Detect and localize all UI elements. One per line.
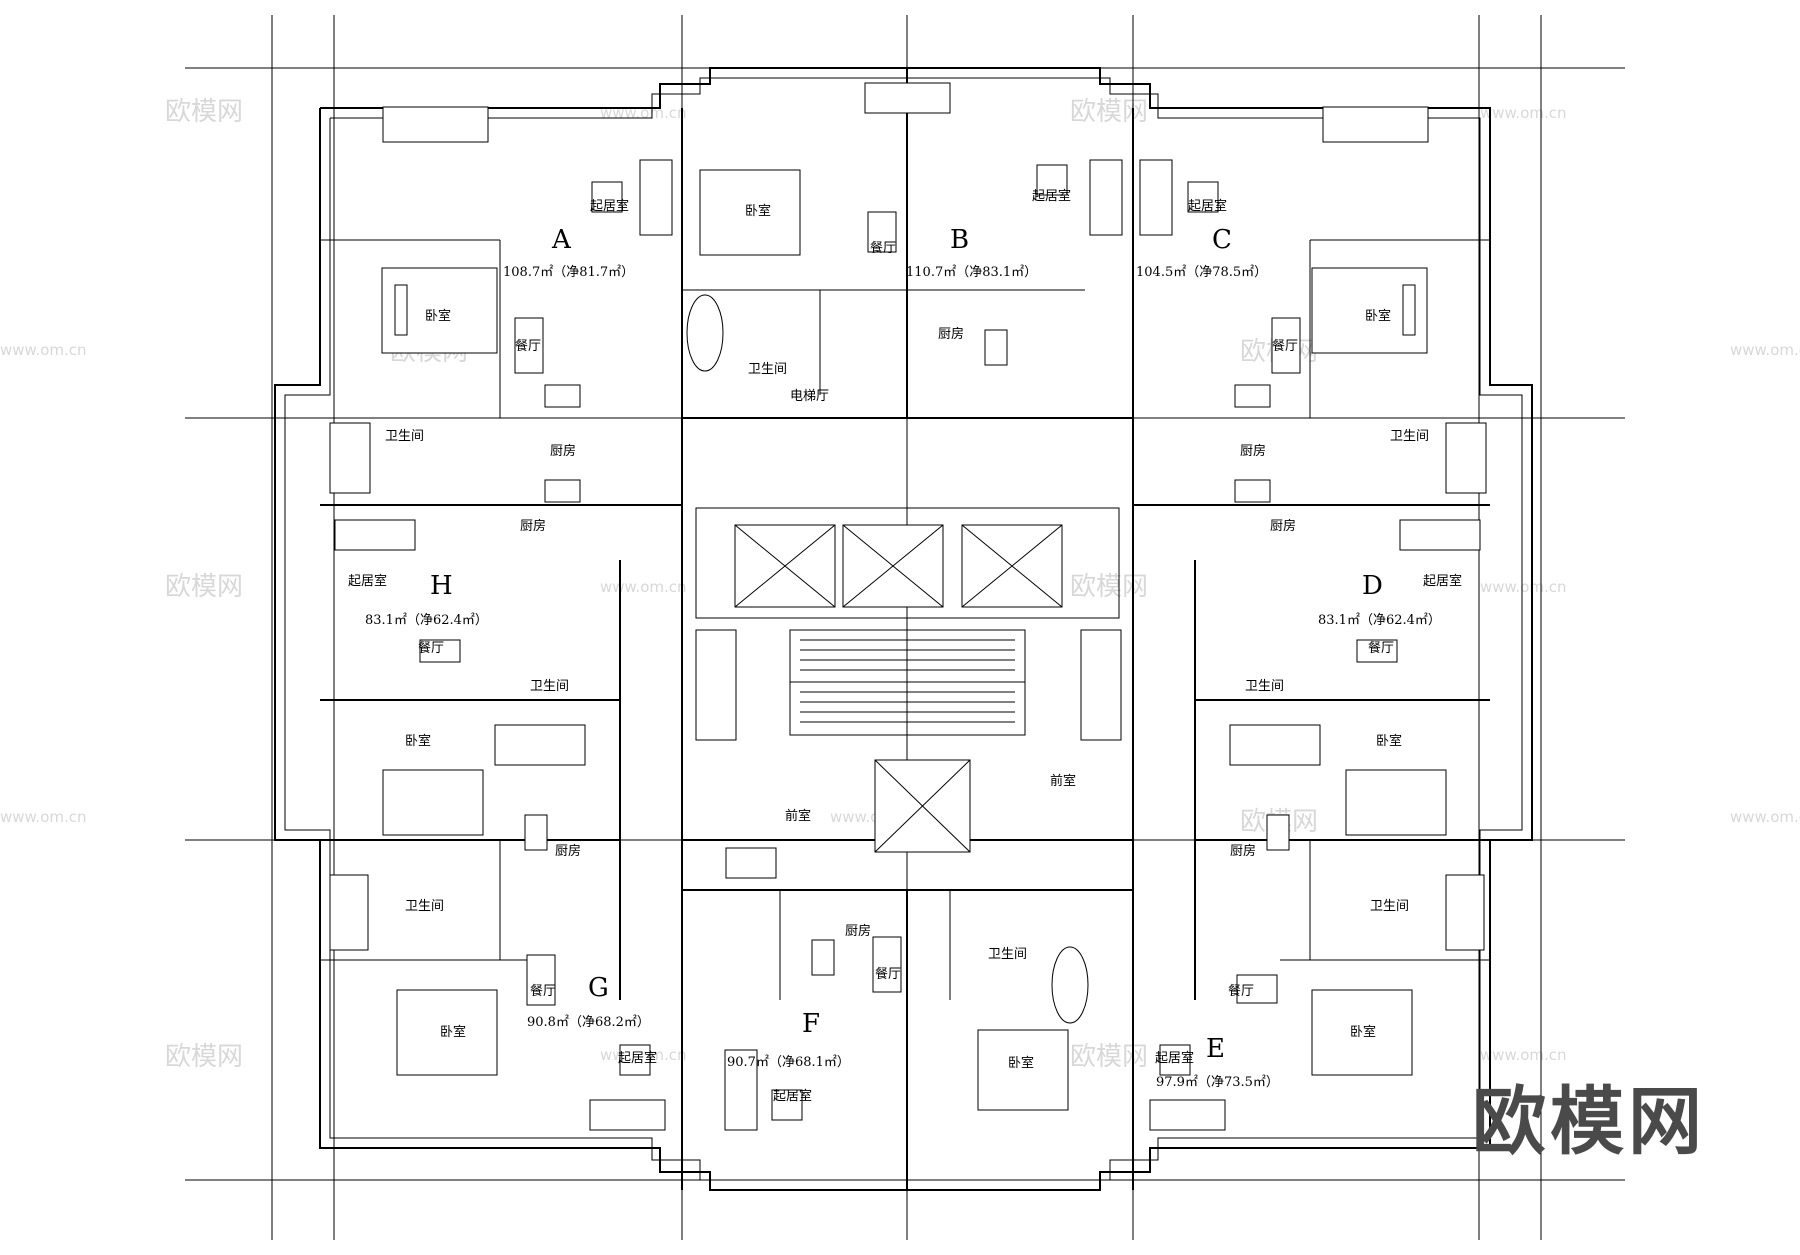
anteroom-label: 前室 bbox=[1050, 773, 1076, 789]
watermark-text: 欧模网 bbox=[165, 1042, 243, 1072]
bathroom-label: 卫生间 bbox=[530, 679, 569, 694]
bathroom-label: 卫生间 bbox=[1370, 899, 1409, 914]
unit-id-E: E bbox=[1206, 1034, 1225, 1064]
kitchen-label: 厨房 bbox=[938, 326, 964, 342]
kitchen-label: 厨房 bbox=[1230, 843, 1256, 859]
living-room-label: 起居室 bbox=[1188, 198, 1227, 214]
dining-label: 餐厅 bbox=[515, 338, 541, 354]
unit-id-G: G bbox=[588, 973, 609, 1003]
unit-area-H: 83.1㎡（净62.4㎡） bbox=[365, 613, 488, 628]
bedroom-label: 卧室 bbox=[1008, 1055, 1034, 1071]
dining-label: 餐厅 bbox=[1272, 338, 1298, 354]
kitchen-label: 厨房 bbox=[1240, 443, 1266, 459]
kitchen-label: 厨房 bbox=[845, 923, 871, 939]
room-labels: 电梯厅 前室 前室 起居室 卧室 餐厅 卫生间 厨房 卧室 餐厅 起居室 卫生间… bbox=[348, 188, 1462, 1104]
anteroom-label: 前室 bbox=[785, 808, 811, 824]
kitchen-label: 厨房 bbox=[550, 443, 576, 459]
bedroom-label: 卧室 bbox=[405, 733, 431, 749]
watermark-url: www.om.cn bbox=[1480, 104, 1567, 122]
kitchen-label: 厨房 bbox=[1270, 518, 1296, 534]
kitchen-label: 厨房 bbox=[520, 518, 546, 534]
watermark-url: www.om.cn bbox=[1730, 341, 1800, 359]
bedroom-label: 卧室 bbox=[1365, 308, 1391, 324]
dining-label: 餐厅 bbox=[875, 966, 901, 982]
unit-id-A: A bbox=[551, 225, 572, 255]
living-room-label: 起居室 bbox=[590, 198, 629, 214]
bathroom-label: 卫生间 bbox=[748, 362, 787, 377]
watermark-text: 欧模网 bbox=[165, 97, 243, 127]
bedroom-label: 卧室 bbox=[745, 203, 771, 219]
unit-area-G: 90.8㎡（净68.2㎡） bbox=[527, 1015, 650, 1030]
unit-area-F: 90.7㎡（净68.1㎡） bbox=[727, 1055, 850, 1070]
living-room-label: 起居室 bbox=[1032, 188, 1071, 204]
watermark-text: 欧模网 bbox=[1070, 1042, 1148, 1072]
bathroom-label: 卫生间 bbox=[1390, 429, 1429, 444]
bedroom-label: 卧室 bbox=[1350, 1024, 1376, 1040]
unit-id-B: B bbox=[950, 225, 969, 255]
unit-area-B: 110.7㎡（净83.1㎡） bbox=[906, 265, 1037, 280]
dining-label: 餐厅 bbox=[1368, 640, 1394, 656]
kitchen-label: 厨房 bbox=[555, 843, 581, 859]
unit-area-D: 83.1㎡（净62.4㎡） bbox=[1318, 613, 1441, 628]
bedroom-label: 卧室 bbox=[425, 308, 451, 324]
bedroom-label: 卧室 bbox=[440, 1024, 466, 1040]
unit-area-E: 97.9㎡（净73.5㎡） bbox=[1156, 1075, 1279, 1090]
unit-id-C: C bbox=[1212, 225, 1232, 255]
dining-label: 餐厅 bbox=[870, 240, 896, 256]
walls bbox=[274, 67, 1533, 1191]
furniture bbox=[329, 82, 1487, 1131]
bathroom-label: 卫生间 bbox=[988, 947, 1027, 962]
elevator-hall-label: 电梯厅 bbox=[790, 389, 829, 404]
unit-area-C: 104.5㎡（净78.5㎡） bbox=[1136, 265, 1267, 280]
dining-label: 餐厅 bbox=[1228, 983, 1254, 999]
watermark-url: www.om.cn bbox=[0, 808, 87, 826]
watermark-url: www.om.cn bbox=[0, 341, 87, 359]
watermark-url: www.om.cn bbox=[600, 578, 687, 596]
watermark-url: www.om.cn bbox=[600, 104, 687, 122]
bathroom-label: 卫生间 bbox=[405, 899, 444, 914]
unit-tags: A 108.7㎡（净81.7㎡） B 110.7㎡（净83.1㎡） C 104.… bbox=[365, 225, 1441, 1090]
dining-label: 餐厅 bbox=[418, 640, 444, 656]
unit-id-D: D bbox=[1362, 571, 1383, 601]
watermark-url: www.om.cn bbox=[1480, 578, 1567, 596]
watermark-url: www.om.cn bbox=[1480, 1046, 1567, 1064]
brand-logo: 欧模网 bbox=[1472, 1079, 1706, 1165]
living-room-label: 起居室 bbox=[1155, 1050, 1194, 1066]
watermark-text: 欧模网 bbox=[165, 572, 243, 602]
bathroom-label: 卫生间 bbox=[385, 429, 424, 444]
living-room-label: 起居室 bbox=[1423, 573, 1462, 589]
bathroom-label: 卫生间 bbox=[1245, 679, 1284, 694]
unit-id-H: H bbox=[430, 571, 453, 601]
bedroom-label: 卧室 bbox=[1376, 733, 1402, 749]
living-room-label: 起居室 bbox=[773, 1088, 812, 1104]
unit-area-A: 108.7㎡（净81.7㎡） bbox=[503, 265, 634, 280]
living-room-label: 起居室 bbox=[618, 1050, 657, 1066]
watermark-url: www.om.cn bbox=[1730, 808, 1800, 826]
watermark-text: 欧模网 bbox=[1070, 97, 1148, 127]
living-room-label: 起居室 bbox=[348, 573, 387, 589]
dining-label: 餐厅 bbox=[530, 983, 556, 999]
watermark-text: 欧模网 bbox=[1070, 572, 1148, 602]
unit-id-F: F bbox=[802, 1009, 820, 1039]
